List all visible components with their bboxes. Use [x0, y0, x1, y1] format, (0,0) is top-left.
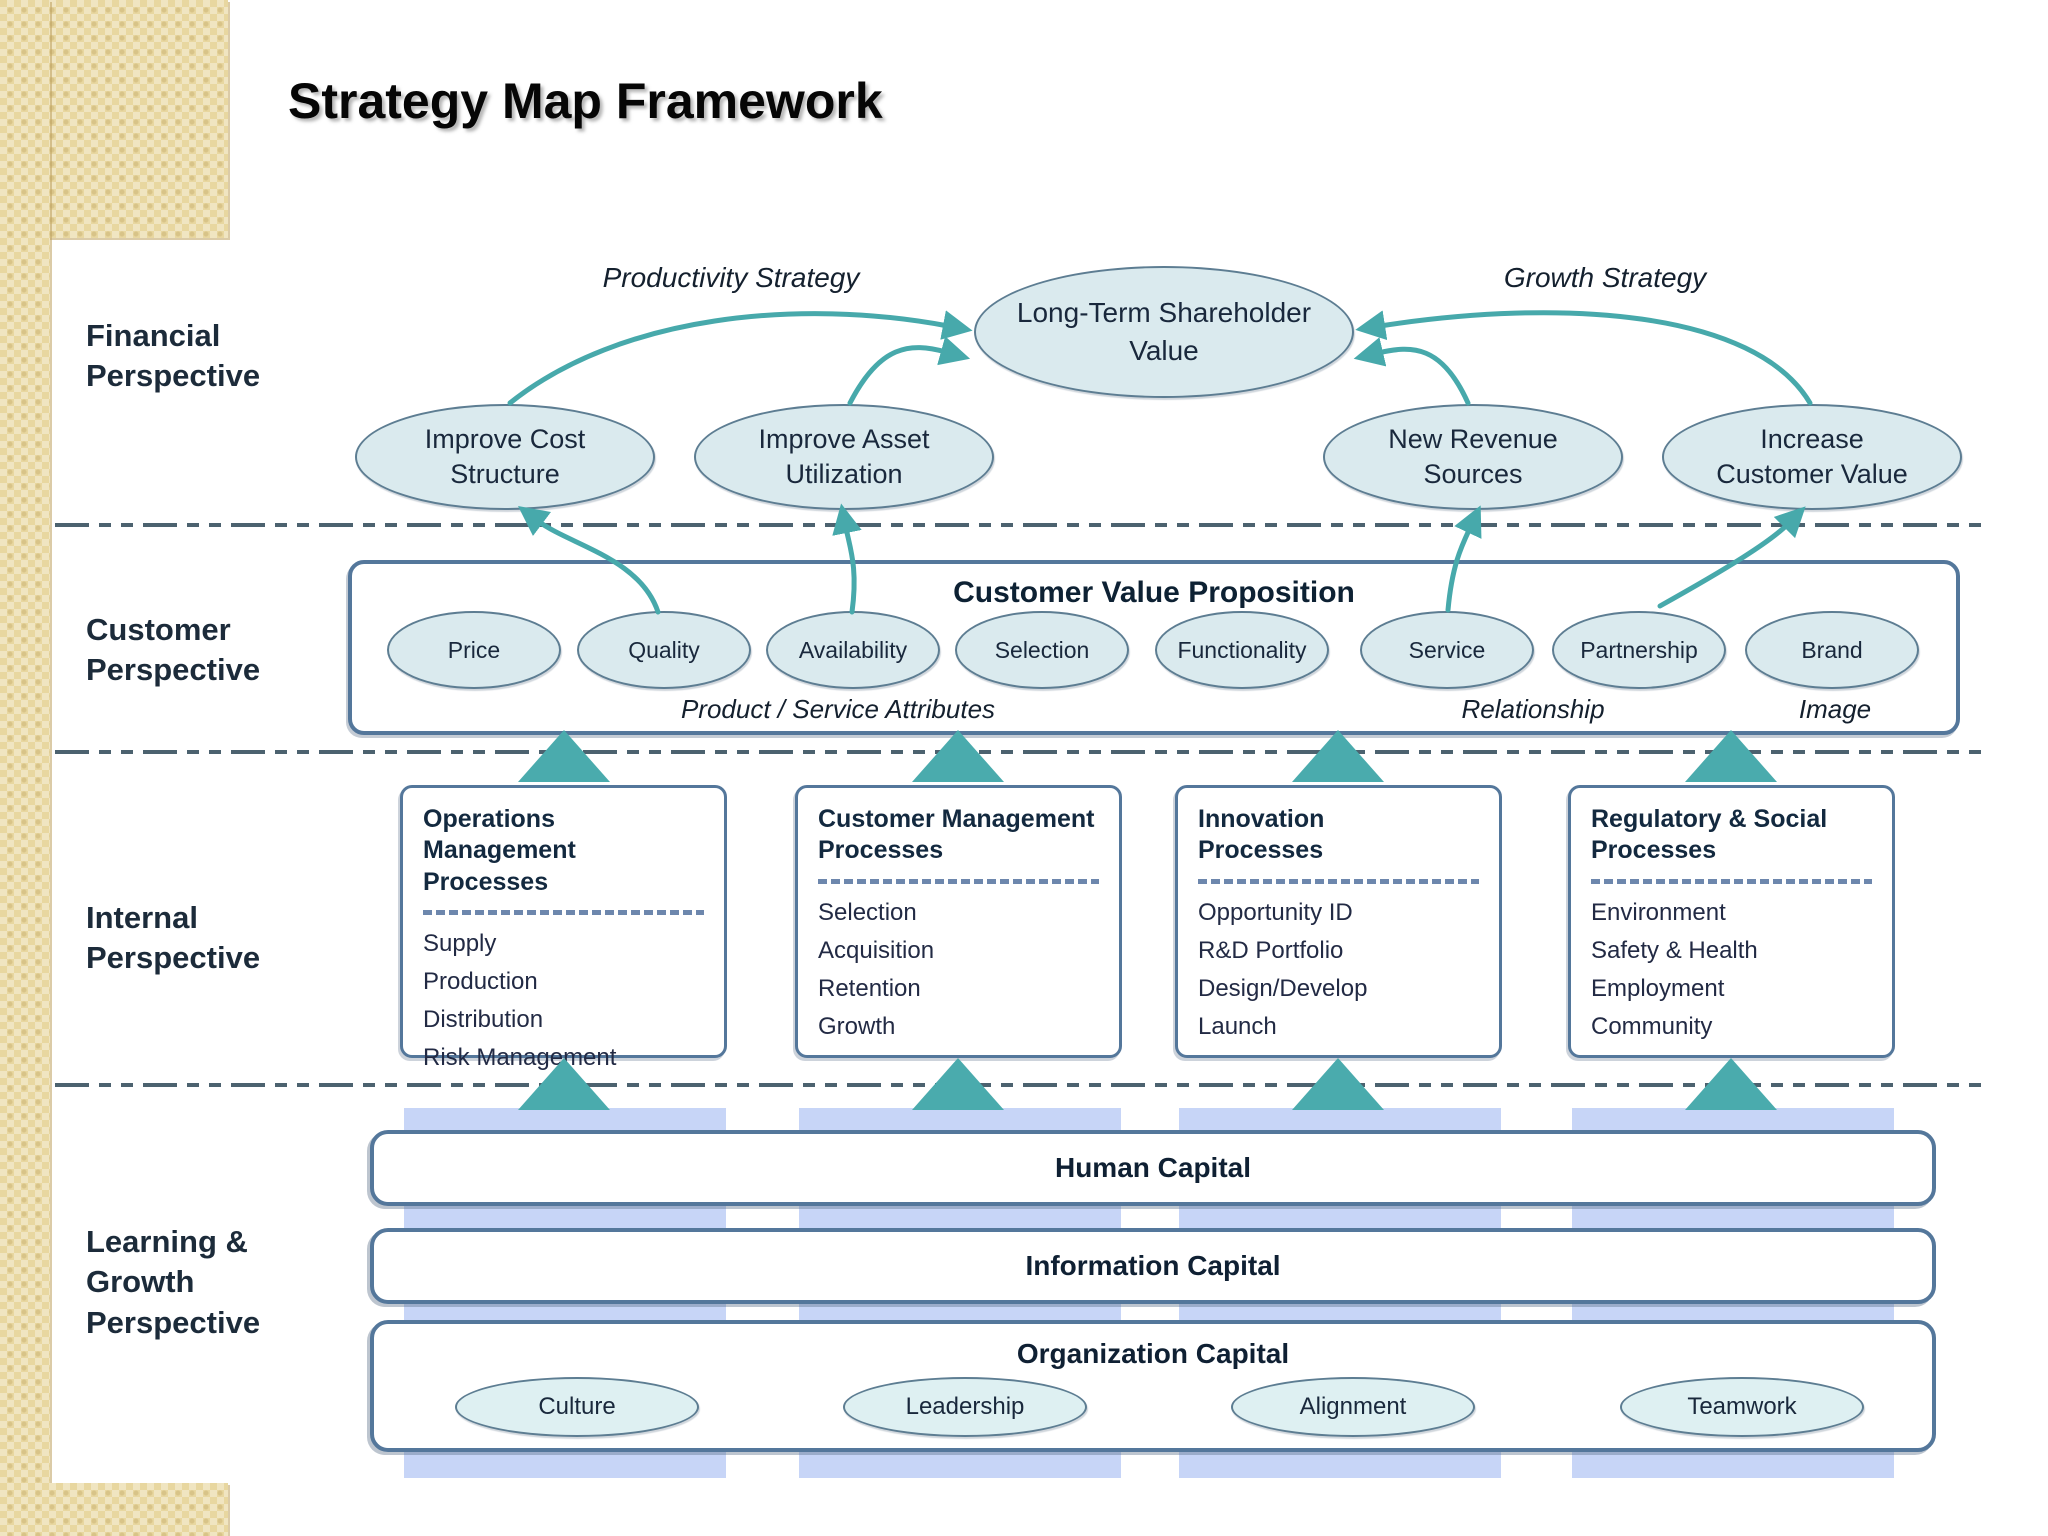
- bar-information-capital: Information Capital: [370, 1228, 1936, 1304]
- arrow-cost-to-shareholder: [507, 310, 973, 406]
- box-title: Customer Management Processes: [818, 805, 1095, 865]
- process-item: Risk Management: [423, 1043, 617, 1071]
- separator-financial-customer: [55, 523, 1990, 527]
- label-product-service-attributes: Product / Service Attributes: [680, 694, 996, 724]
- heading-rule: [1591, 878, 1872, 884]
- box-title: Regulatory & Social Processes: [1591, 805, 1828, 865]
- process-item: Growth: [818, 1012, 896, 1040]
- process-item: Safety & Health: [1591, 936, 1758, 964]
- process-item: Retention: [818, 974, 921, 1002]
- triangle-up-icon: [912, 730, 1004, 782]
- node-improve-cost-structure: Improve Cost Structure: [355, 404, 655, 510]
- bar-human-capital: Human Capital: [370, 1130, 1936, 1206]
- node-teamwork: Teamwork: [1620, 1377, 1864, 1437]
- box-title: Innovation Processes: [1198, 805, 1325, 865]
- arrow-asset-to-shareholder: [847, 336, 971, 406]
- triangle-up-icon: [1292, 730, 1384, 782]
- node-increase-customer-value: Increase Customer Value: [1662, 404, 1962, 510]
- triangle-up-icon: [518, 730, 610, 782]
- heading-rule: [818, 878, 1099, 884]
- process-item: Supply: [423, 929, 497, 957]
- node-leadership: Leadership: [843, 1377, 1087, 1437]
- process-item: Design/Develop: [1198, 974, 1368, 1002]
- label-relationship: Relationship: [1461, 694, 1605, 724]
- box-title: Operations Management Processes: [423, 805, 576, 896]
- page-title: Strategy Map Framework: [288, 73, 883, 129]
- label-learning-growth-perspective: Learning & Growth Perspective: [86, 1224, 261, 1340]
- node-partnership: Partnership: [1552, 611, 1726, 689]
- box-regulatory-social-processes: Regulatory & Social Processes Environmen…: [1568, 785, 1895, 1058]
- box-operations-management-processes: Operations Management Processes Supply P…: [400, 785, 727, 1071]
- node-price: Price: [387, 611, 561, 689]
- node-quality: Quality: [577, 611, 751, 689]
- node-availability: Availability: [766, 611, 940, 689]
- separator-internal-learning: [55, 1083, 1990, 1087]
- arrow-customer-value-to-shareholder: [1355, 310, 1813, 406]
- label-productivity-strategy: Productivity Strategy: [602, 262, 860, 293]
- heading-rule: [1198, 878, 1479, 884]
- node-service: Service: [1360, 611, 1534, 689]
- arrow-revenue-to-shareholder: [1353, 337, 1471, 406]
- node-selection: Selection: [955, 611, 1129, 689]
- bar-label: Human Capital: [1054, 1152, 1252, 1183]
- process-item: Acquisition: [818, 936, 935, 964]
- node-new-revenue-sources: New Revenue Sources: [1323, 404, 1623, 510]
- beige-side-strip: [0, 0, 50, 1536]
- process-item: Opportunity ID: [1198, 898, 1353, 926]
- process-item: Employment: [1591, 974, 1725, 1002]
- label-image: Image: [1798, 694, 1872, 724]
- process-item: Distribution: [423, 1005, 544, 1033]
- node-long-term-shareholder-value: Long-Term Shareholder Value: [974, 266, 1354, 398]
- node-improve-asset-utilization: Improve Asset Utilization: [694, 404, 994, 510]
- process-item: Community: [1591, 1012, 1713, 1040]
- process-item: Selection: [818, 898, 917, 926]
- box-customer-management-processes: Customer Management Processes Selection …: [795, 785, 1122, 1058]
- node-brand: Brand: [1745, 611, 1919, 689]
- heading-rule: [423, 909, 704, 915]
- label-internal-perspective: Internal Perspective: [86, 900, 261, 976]
- process-item: Production: [423, 967, 538, 995]
- node-functionality: Functionality: [1155, 611, 1329, 689]
- label-financial-perspective: Financial Perspective: [86, 318, 261, 394]
- node-alignment: Alignment: [1231, 1377, 1475, 1437]
- bar-label: Organization Capital: [1016, 1338, 1290, 1369]
- label-growth-strategy: Growth Strategy: [1503, 262, 1707, 293]
- process-item: Launch: [1198, 1012, 1277, 1040]
- beige-bottom-block: [0, 1483, 228, 1536]
- label-customer-perspective: Customer Perspective: [86, 612, 261, 688]
- process-item: R&D Portfolio: [1198, 936, 1344, 964]
- separator-customer-internal: [55, 750, 1990, 754]
- bar-label: Information Capital: [1025, 1250, 1281, 1281]
- customer-value-proposition-title: Customer Value Proposition: [953, 576, 1355, 609]
- box-innovation-processes: Innovation Processes Opportunity ID R&D …: [1175, 785, 1502, 1058]
- node-culture: Culture: [455, 1377, 699, 1437]
- triangle-up-icon: [1685, 730, 1777, 782]
- process-item: Environment: [1591, 898, 1726, 926]
